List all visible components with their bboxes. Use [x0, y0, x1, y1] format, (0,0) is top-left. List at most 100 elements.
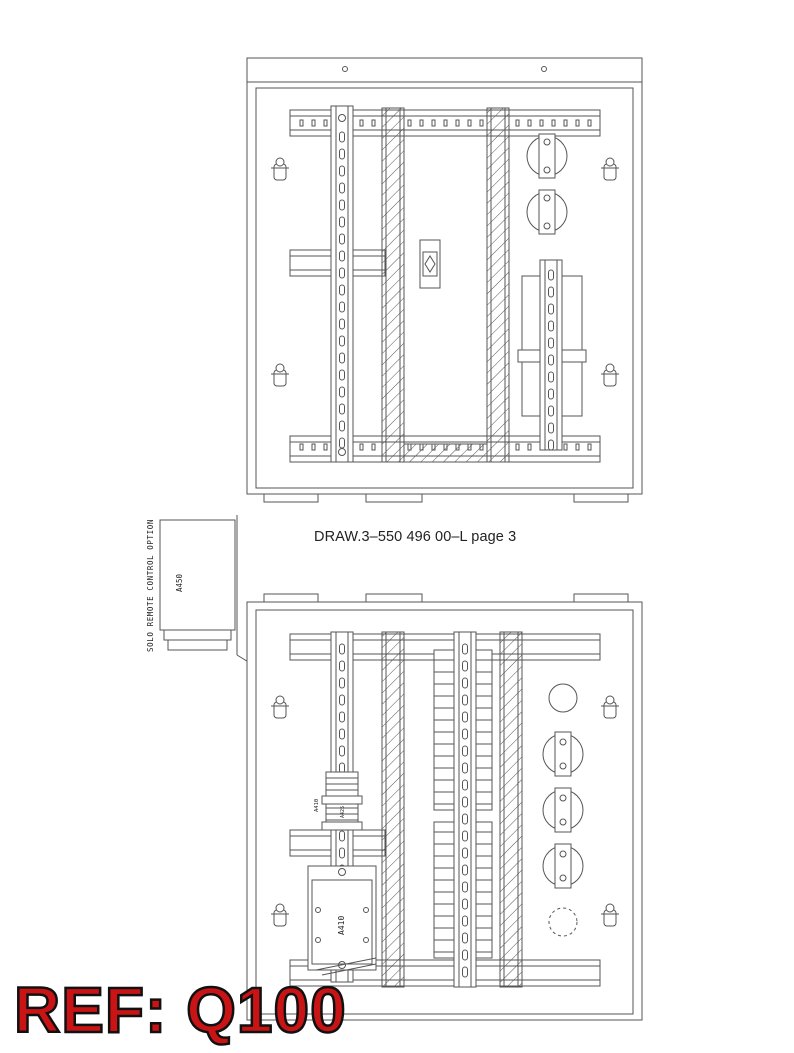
- option-side-label: SOLO REMOTE CONTROL OPTION: [146, 519, 155, 652]
- lug-eye: [275, 157, 285, 167]
- rail-hole: [551, 119, 556, 127]
- rail-slot: [548, 388, 554, 400]
- rail-hole: [539, 119, 544, 127]
- rail-slot: [339, 420, 345, 432]
- stack-segment: [325, 783, 359, 791]
- lug-eye: [605, 695, 615, 705]
- rail-slot: [462, 796, 468, 808]
- upper-mounting-lugs: [271, 157, 619, 387]
- rail-slot: [462, 932, 468, 944]
- lug-eye: [275, 695, 285, 705]
- terminal-stack: [321, 771, 363, 831]
- rail-slot: [339, 216, 345, 228]
- rail-hole: [455, 119, 460, 127]
- rail-hole: [323, 443, 328, 451]
- rail-slot: [339, 318, 345, 330]
- rail-hole: [371, 443, 376, 451]
- rail-slot: [462, 728, 468, 740]
- rail-hole: [371, 119, 376, 127]
- stack-segment: [325, 771, 359, 779]
- rail-slot: [462, 779, 468, 791]
- rail-slot: [462, 745, 468, 757]
- rail-slot: [462, 898, 468, 910]
- rail-slot: [548, 303, 554, 315]
- rail-hole: [419, 119, 424, 127]
- rail-slot: [462, 660, 468, 672]
- rail-slot: [462, 643, 468, 655]
- rail-hole: [527, 119, 532, 127]
- rail-slot: [462, 864, 468, 876]
- lug-eye: [275, 363, 285, 373]
- drawing-caption: DRAW.3–550 496 00–L page 3: [314, 529, 517, 545]
- rail-slot: [339, 199, 345, 211]
- rail-hole: [563, 119, 568, 127]
- rail-slot: [339, 182, 345, 194]
- rail-slot: [462, 677, 468, 689]
- upper-fuse-rail: [517, 259, 587, 451]
- rail-hole: [467, 119, 472, 127]
- stack-segment: [325, 777, 359, 785]
- rail-slot: [339, 728, 345, 740]
- rail-slot: [339, 301, 345, 313]
- rail-slot: [339, 165, 345, 177]
- rail-slot: [462, 949, 468, 961]
- rail-slot: [339, 677, 345, 689]
- rail-slot: [548, 286, 554, 298]
- rail-hole: [587, 443, 592, 451]
- rail-hole: [563, 443, 568, 451]
- rail-slot: [462, 915, 468, 927]
- rail-hole: [359, 119, 364, 127]
- rail-slot: [462, 813, 468, 825]
- rail-slot: [339, 250, 345, 262]
- stack-segment: [325, 789, 359, 797]
- rail-hole: [515, 443, 520, 451]
- lower-mounting-lugs: [271, 695, 619, 927]
- center-terminal-rail: [433, 631, 493, 988]
- rail-slot: [339, 369, 345, 381]
- rail-slot: [339, 745, 345, 757]
- rail-slot: [548, 354, 554, 366]
- rail-hole: [587, 119, 592, 127]
- rail-hole: [299, 443, 304, 451]
- lower-round-switches: [542, 683, 584, 937]
- switch-plate: [554, 843, 572, 889]
- rail-hole: [527, 443, 532, 451]
- rail-hole: [479, 119, 484, 127]
- rail-hole: [443, 119, 448, 127]
- rail-slot: [339, 284, 345, 296]
- lower-wiring-ducts: [381, 631, 523, 988]
- lug-eye: [275, 903, 285, 913]
- rail-slot: [339, 847, 345, 859]
- lug-eye: [605, 903, 615, 913]
- rail-slot: [548, 439, 554, 451]
- rail-slot: [548, 405, 554, 417]
- switch-plate: [554, 787, 572, 833]
- lug-eye: [605, 363, 615, 373]
- rail-slot: [339, 830, 345, 842]
- rail-slot: [548, 320, 554, 332]
- a410-module-label: A410: [337, 916, 346, 935]
- rail-hole: [407, 119, 412, 127]
- rail-slot: [339, 643, 345, 655]
- rail-hole: [575, 443, 580, 451]
- rail-hole: [299, 119, 304, 127]
- lower-enclosure: [246, 593, 643, 1021]
- switch-plate: [554, 731, 572, 777]
- rail-slot: [339, 131, 345, 143]
- rail-slot: [462, 966, 468, 978]
- stack-side-label: A410: [314, 799, 320, 812]
- switch-screw: [559, 850, 567, 858]
- stack-inner-label: A425: [340, 806, 346, 818]
- rail-slot: [339, 694, 345, 706]
- rail-hole: [311, 119, 316, 127]
- rail-slot: [339, 267, 345, 279]
- upper-vertical-din-rail: [330, 105, 354, 463]
- rail-slot: [462, 830, 468, 842]
- rail-hole: [515, 119, 520, 127]
- rail-slot: [339, 233, 345, 245]
- switch-screw: [559, 762, 567, 770]
- rail-slot: [339, 711, 345, 723]
- rail-hole: [359, 443, 364, 451]
- rail-slot: [462, 762, 468, 774]
